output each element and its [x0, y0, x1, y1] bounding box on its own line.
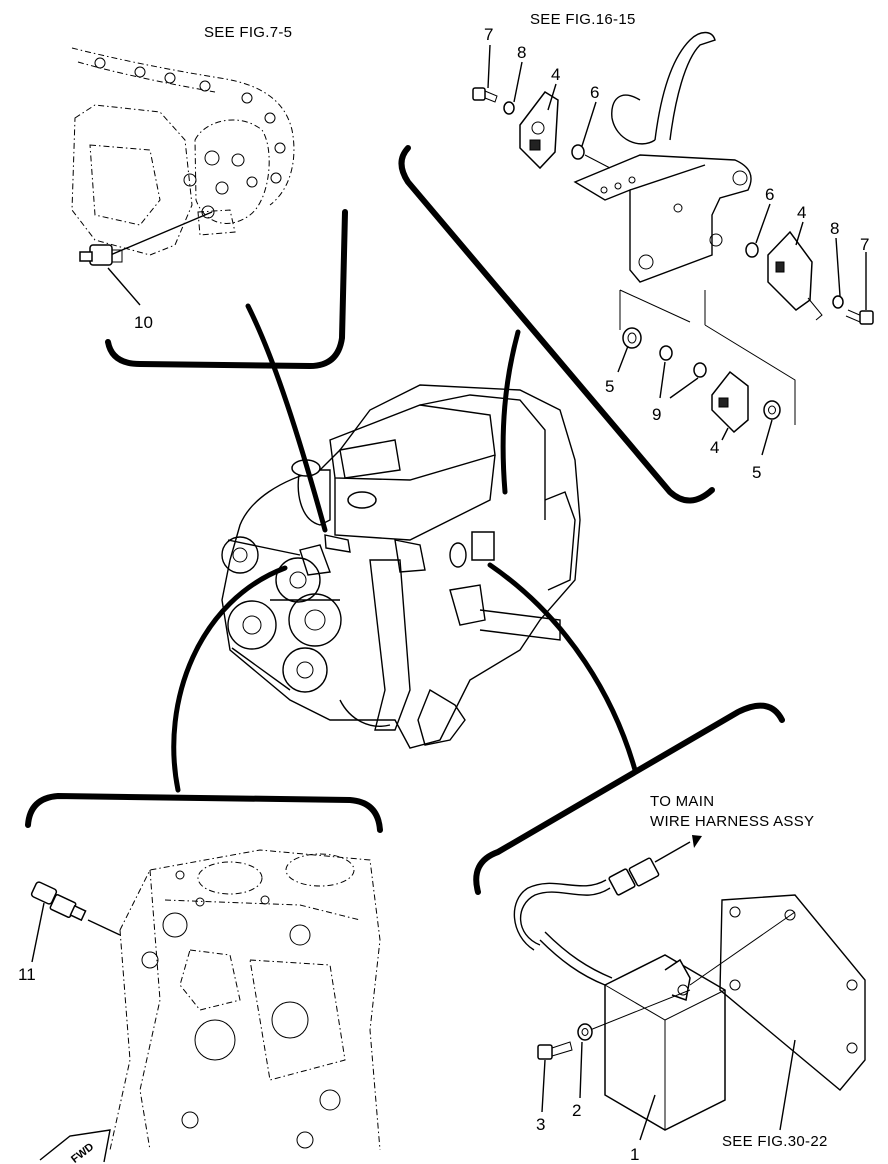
ref-fig-7-5: SEE FIG.7-5 [204, 24, 292, 41]
grommet-5-a [622, 327, 642, 349]
bracket-bottom-left [25, 792, 383, 833]
nut-9-b [693, 362, 707, 378]
callout-6-top: 6 [590, 83, 599, 102]
callout-10: 10 [134, 313, 153, 332]
panel-controller-unit [473, 702, 866, 1141]
oil-pressure-switch-part [79, 244, 123, 266]
callout-3: 3 [536, 1115, 545, 1134]
ref-fig-30-22: SEE FIG.30-22 [722, 1133, 828, 1150]
bracket-top-right [398, 145, 715, 504]
callout-1: 1 [630, 1145, 639, 1164]
callout-9: 9 [652, 405, 661, 424]
harness-note-line-2: WIRE HARNESS ASSY [650, 813, 814, 830]
callout-7-right: 7 [860, 235, 869, 254]
connector-to-top-left [245, 303, 328, 533]
callout-4-right: 4 [797, 203, 806, 222]
washer-8-b [832, 295, 844, 309]
connector-to-bottom-right [487, 562, 638, 773]
connector-to-bottom-left [171, 565, 288, 793]
sensor-4-a [519, 91, 559, 170]
spacer-6-b [745, 242, 759, 258]
panel-oil-pressure-switch [71, 47, 348, 370]
connector-to-top-right [500, 329, 521, 495]
bracket-top-left [105, 209, 348, 370]
grommet-5-b [763, 400, 781, 420]
callout-8-top: 8 [517, 43, 526, 62]
bolt-3-part [537, 1041, 573, 1060]
callout-6-right: 6 [765, 185, 774, 204]
callout-4-bottom: 4 [710, 438, 719, 457]
sensor-4-c [711, 370, 749, 434]
sensor-4-b [767, 230, 823, 321]
callout-8-right: 8 [830, 219, 839, 238]
ref-fig-16-15: SEE FIG.16-15 [530, 11, 636, 28]
bolt-7-b [845, 309, 874, 325]
callout-11: 11 [18, 965, 36, 984]
callout-7-top: 7 [484, 25, 493, 44]
panel-sensor-bracket [398, 31, 874, 504]
callout-5-left: 5 [605, 377, 614, 396]
callout-5-right: 5 [752, 463, 761, 482]
temperature-switch-part [30, 881, 87, 922]
callout-2: 2 [572, 1101, 581, 1120]
fwd-label: FWD [69, 1141, 96, 1164]
spacer-6-a [571, 144, 585, 160]
panel-temperature-switch [25, 792, 383, 1163]
bolt-7-a [472, 87, 498, 103]
harness-note-line-1: TO MAIN [650, 793, 714, 810]
bracket-bottom-right [473, 702, 785, 895]
washer-2-part [577, 1023, 593, 1041]
washer-8-a [503, 101, 515, 115]
nut-9-a [659, 345, 673, 361]
fwd-arrow-icon [39, 1129, 111, 1163]
controller-box-part [604, 954, 726, 1131]
engine-illustration [221, 384, 581, 749]
harness-connector-part [608, 857, 660, 896]
callout-4-top: 4 [551, 65, 560, 84]
